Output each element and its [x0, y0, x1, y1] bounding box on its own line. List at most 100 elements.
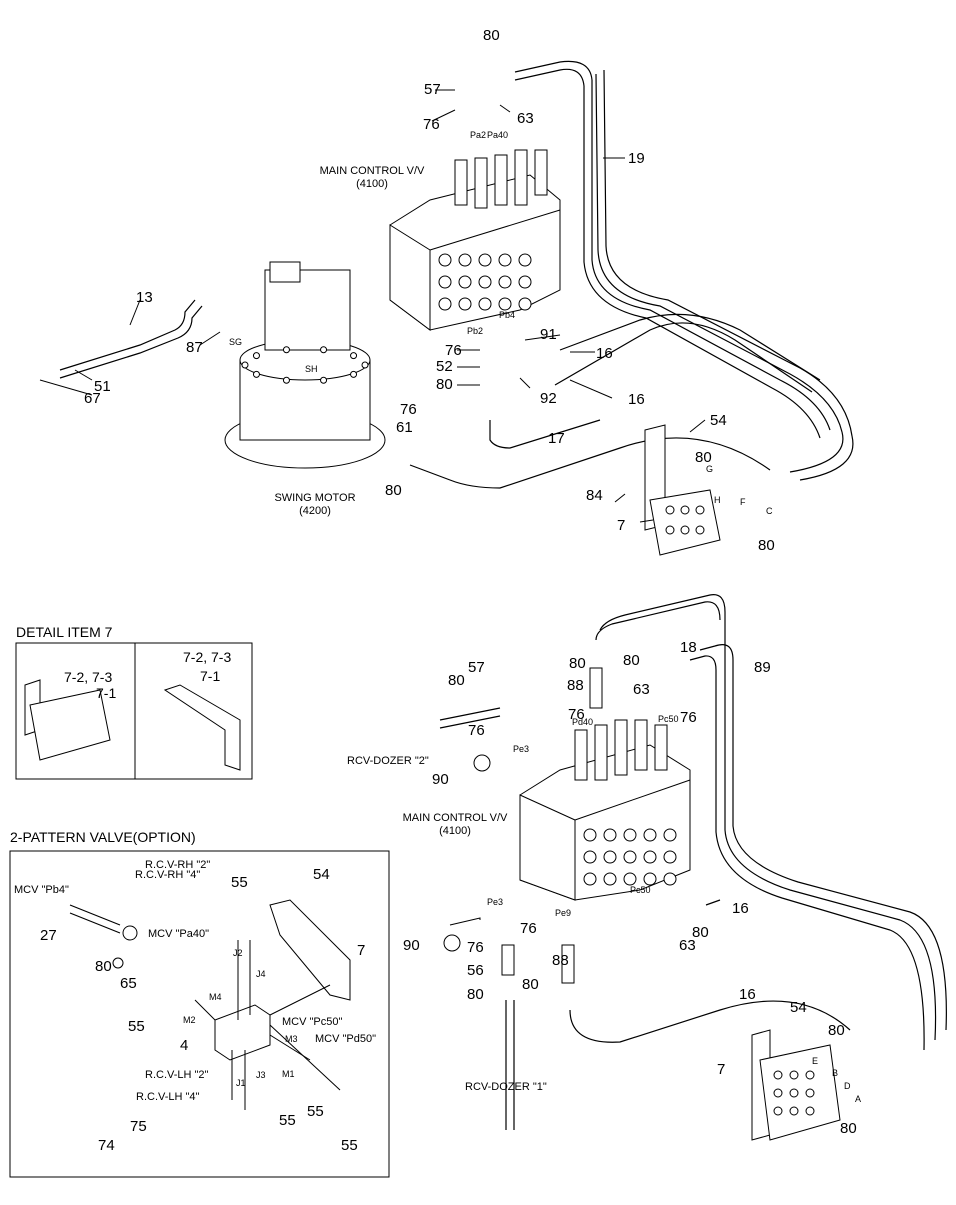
bolt [498, 275, 512, 289]
callout-top-23: 16 [628, 391, 645, 408]
bolt [252, 352, 260, 360]
port-top-6: G [706, 464, 713, 474]
port-bottom-8: D [844, 1081, 851, 1091]
callout-bottom-1: 57 [468, 659, 485, 676]
bolt [805, 1106, 815, 1116]
bolt [320, 376, 328, 384]
rcv-dozer-2-label: RCV-DOZER "2" [347, 755, 429, 767]
callout-bottom-8: 76 [568, 706, 585, 723]
callout-pattern-7: 4 [180, 1037, 188, 1054]
bolt [680, 505, 690, 515]
detail-left-label-0: 7-2, 7-3 [64, 669, 112, 685]
callout-pattern-6: 55 [128, 1018, 145, 1035]
port-top-0: Pa2 [470, 130, 486, 140]
pattern-label-7: R.C.V-LH "4" [136, 1091, 200, 1103]
port-pattern-3: M2 [183, 1015, 196, 1025]
callout-pattern-9: 74 [98, 1137, 115, 1154]
top-assembly [39, 60, 854, 556]
bolt [773, 1106, 783, 1116]
port-top-7: H [714, 495, 721, 505]
callout-top-11: 80 [436, 376, 453, 393]
detail-item-7 [15, 642, 253, 780]
two-pattern-valve-section [9, 850, 390, 1178]
bolt [603, 872, 617, 886]
callout-top-6: 87 [186, 339, 203, 356]
bolt [583, 850, 597, 864]
callout-bottom-7: 89 [754, 659, 771, 676]
bolt [241, 361, 249, 369]
callout-bottom-16: 76 [520, 920, 537, 937]
callout-top-3: 76 [423, 116, 440, 133]
port-pattern-1: J4 [256, 969, 266, 979]
callout-pattern-8: 55 [307, 1103, 324, 1120]
port-bottom-4: Pe9 [555, 908, 571, 918]
pattern-label-3: MCV "Pd50" [315, 1033, 376, 1045]
port-pattern-5: M1 [282, 1069, 295, 1079]
bolt [663, 828, 677, 842]
port-bottom-7: B [832, 1068, 838, 1078]
block-7-top [644, 424, 721, 556]
bolt [623, 850, 637, 864]
callout-bottom-12: 16 [732, 900, 749, 917]
callout-top-9: 91 [540, 326, 557, 343]
port-top-9: C [766, 506, 773, 516]
bolt [518, 253, 532, 267]
callout-top-17: 54 [710, 412, 727, 429]
bolt [663, 850, 677, 864]
bolt [438, 253, 452, 267]
bolt [438, 297, 452, 311]
bolt [478, 297, 492, 311]
detail-item-7-title: DETAIL ITEM 7 [16, 624, 113, 640]
main-control-valve-top [389, 149, 561, 331]
bolt [603, 850, 617, 864]
pattern-label-0: MCV "Pb4" [14, 884, 69, 896]
callout-top-14: 61 [396, 419, 413, 436]
callout-bottom-2: 80 [448, 672, 465, 689]
port-bottom-0: Pd40 [572, 717, 593, 727]
port-top-3: Pb4 [499, 310, 515, 320]
callout-bottom-19: 80 [467, 986, 484, 1003]
bolt [623, 872, 637, 886]
callout-pattern-2: 27 [40, 927, 57, 944]
pattern-label-2: MCV "Pc50" [282, 1016, 342, 1028]
bolt [695, 505, 705, 515]
port-top-1: Pa40 [487, 130, 508, 140]
bolt [282, 376, 290, 384]
callout-top-24: 76 [445, 342, 462, 359]
callout-bottom-17: 88 [552, 952, 569, 969]
callout-top-16: 17 [548, 430, 565, 447]
port-top-8: F [740, 497, 746, 507]
callout-top-5: 13 [136, 289, 153, 306]
callout-top-1: 57 [424, 81, 441, 98]
bolt [643, 850, 657, 864]
bolt [458, 253, 472, 267]
bolt [583, 872, 597, 886]
bolt [282, 346, 290, 354]
block-7-bottom [751, 1029, 841, 1141]
callout-bottom-10: 76 [680, 709, 697, 726]
pattern-label-1: MCV "Pa40" [148, 928, 209, 940]
callout-pattern-1: 54 [313, 866, 330, 883]
mcv-title-top: MAIN CONTROL V/V [320, 165, 425, 177]
bolt [789, 1070, 799, 1080]
rcv-dozer-1-label: RCV-DOZER "1" [465, 1081, 547, 1093]
callout-bottom-20: 80 [522, 976, 539, 993]
swing-motor-title: SWING MOTOR [274, 492, 355, 504]
port-pattern-6: J1 [236, 1078, 246, 1088]
port-bottom-1: Pc50 [658, 714, 679, 724]
callout-top-21: 80 [758, 537, 775, 554]
detail-left-label-1: 7-1 [96, 685, 116, 701]
callout-pattern-10: 75 [130, 1118, 147, 1135]
detail-right-label-1: 7-1 [200, 668, 220, 684]
swing-motor-code: (4200) [299, 505, 331, 517]
callout-top-12: 92 [540, 390, 557, 407]
port-pattern-0: J2 [233, 948, 243, 958]
bolt [498, 297, 512, 311]
callout-top-13: 76 [400, 401, 417, 418]
callout-bottom-5: 18 [680, 639, 697, 656]
bottom-assembly [439, 594, 947, 1141]
callout-top-8: 67 [84, 390, 101, 407]
bolt [623, 828, 637, 842]
bolt [498, 253, 512, 267]
